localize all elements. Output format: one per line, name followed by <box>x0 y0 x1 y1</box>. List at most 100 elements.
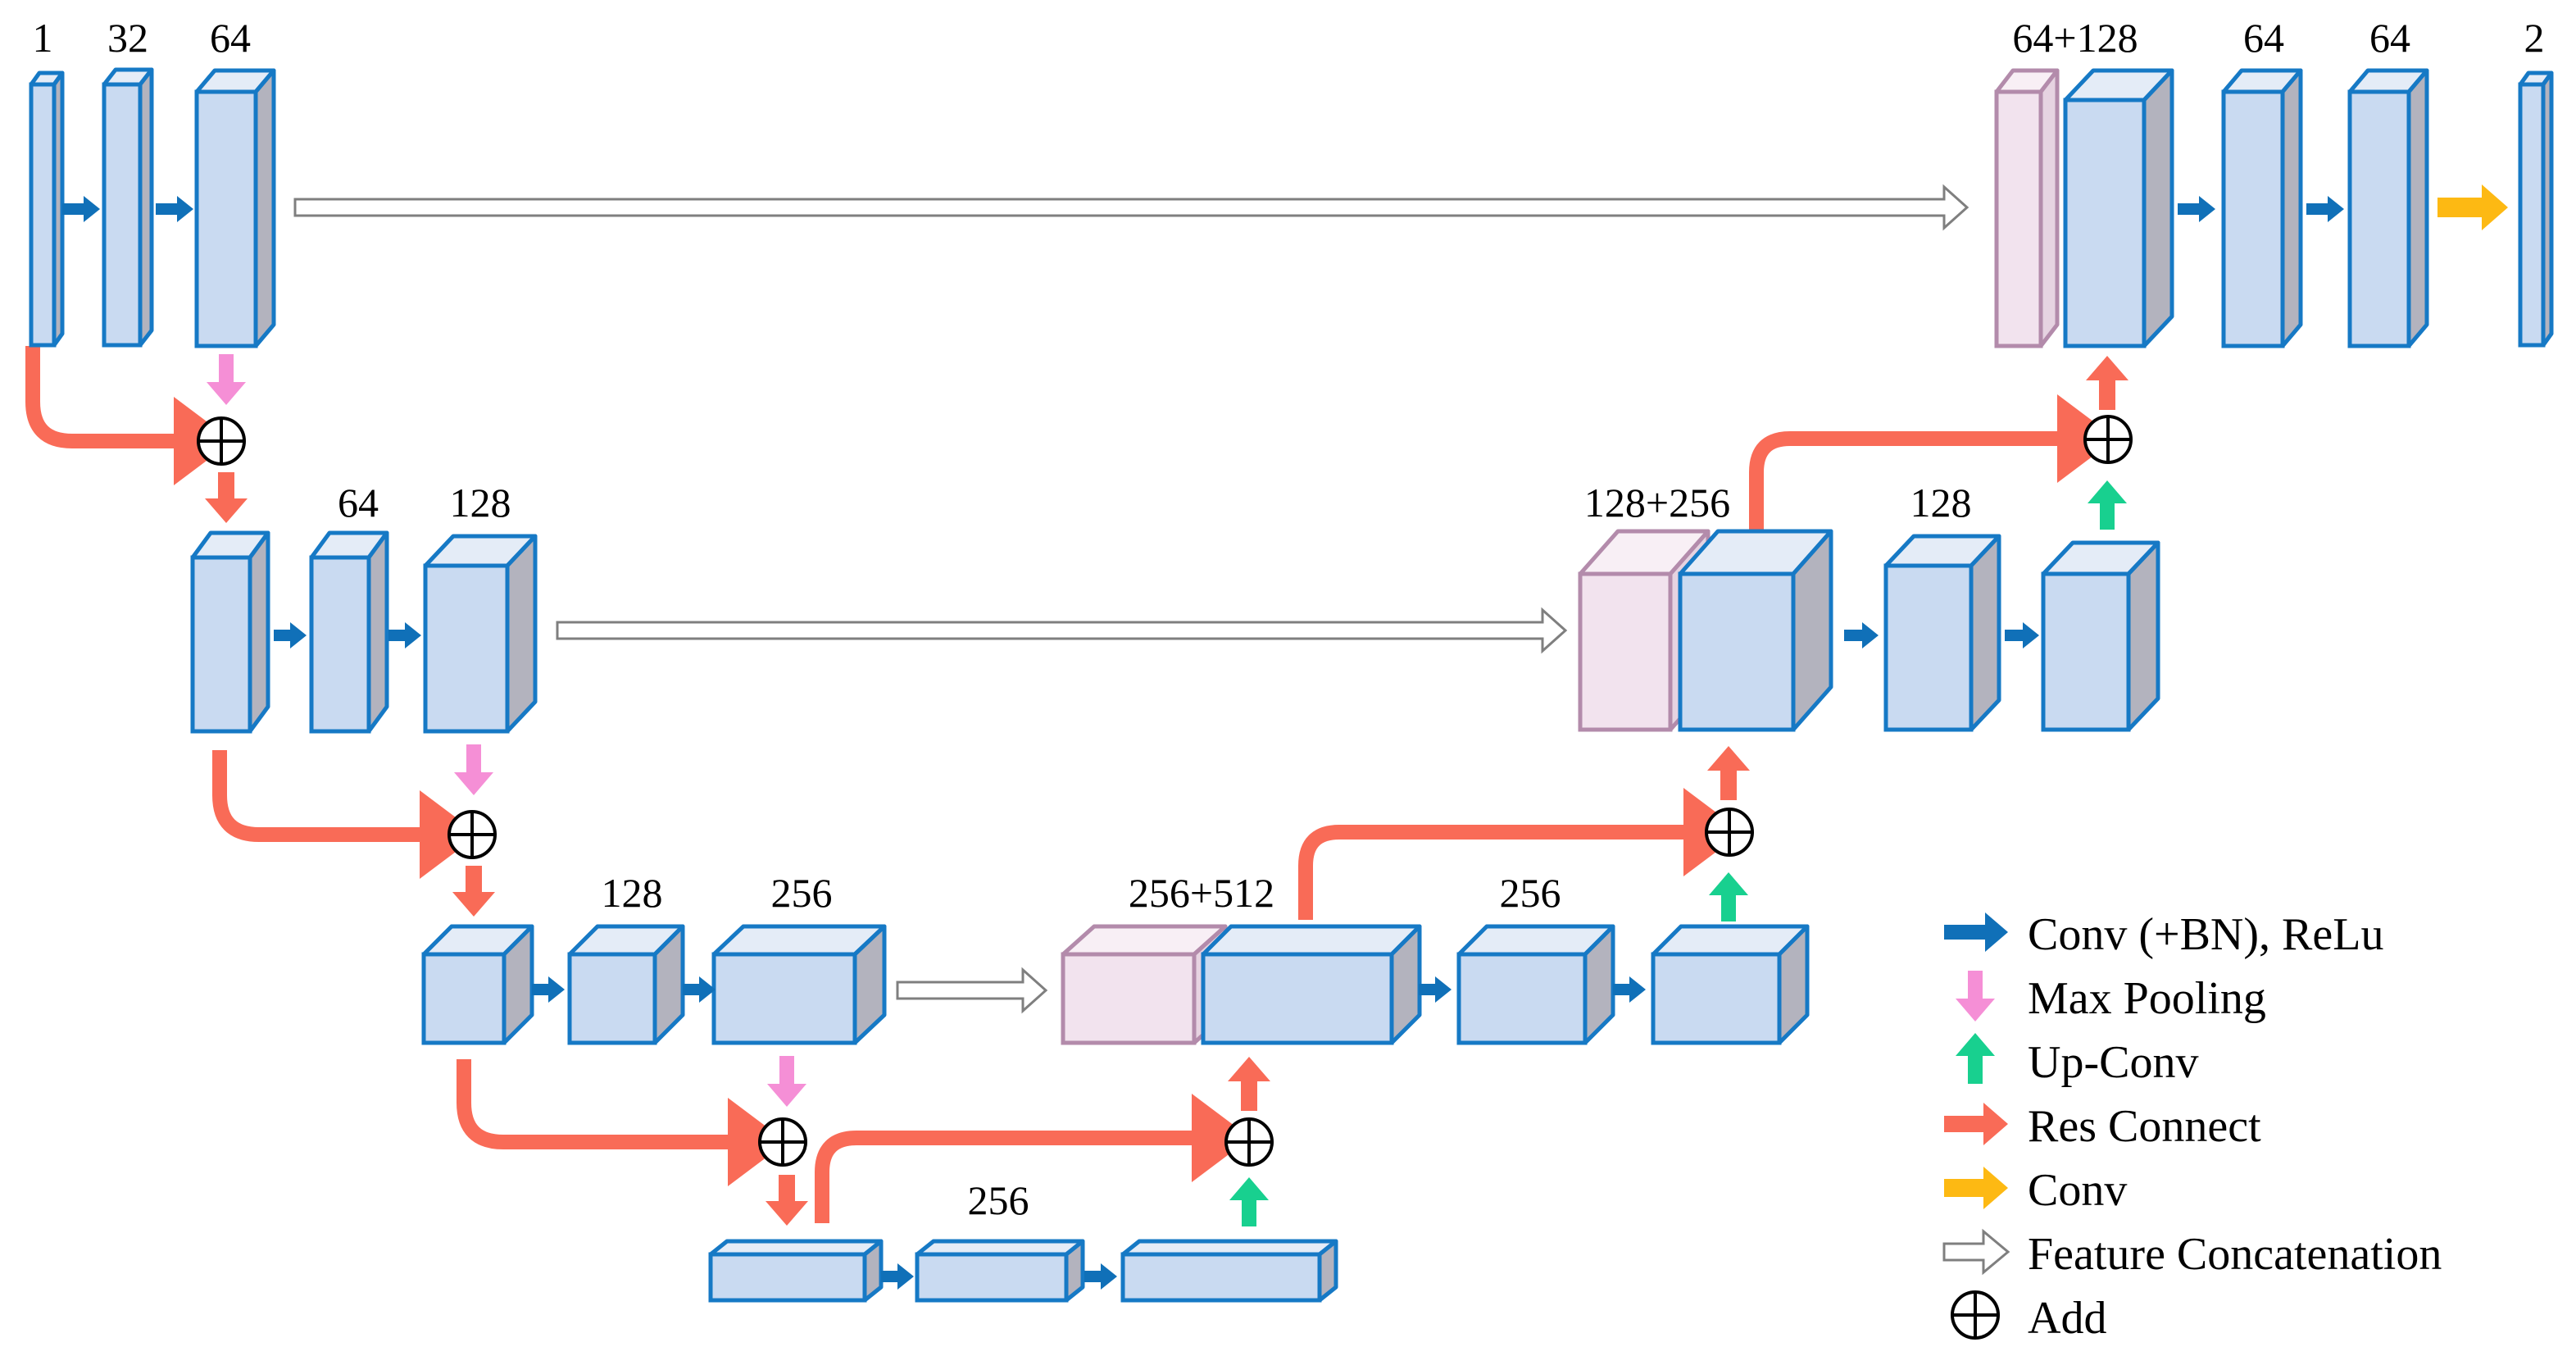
conv-arrow <box>156 196 193 222</box>
add-node <box>1224 1117 1274 1167</box>
enc3-block-b <box>567 924 685 1045</box>
add-node <box>1705 808 1754 857</box>
max-pool-arrow <box>767 1056 806 1107</box>
channel-label: 256+512 <box>1129 870 1274 916</box>
add-node <box>197 416 246 466</box>
legend: Conv (+BN), ReLu Max Pooling Up-Conv Res… <box>1942 909 2442 1344</box>
up-conv-arrow <box>1229 1177 1269 1226</box>
conv-arrow <box>274 622 307 648</box>
final-conv-arrow <box>2437 184 2508 230</box>
channel-label: 256 <box>1500 870 1561 916</box>
conv-arrow <box>532 976 565 1003</box>
channel-label: 1 <box>33 15 53 61</box>
conv-arrow <box>1419 976 1452 1003</box>
add-node <box>2083 415 2133 464</box>
channel-label: 64 <box>338 480 379 526</box>
up-conv-arrow <box>2088 480 2127 530</box>
conv-arrow <box>881 1263 914 1290</box>
channel-label: 256 <box>771 870 833 916</box>
res-connect-arrow <box>205 472 248 523</box>
channel-label: 64+128 <box>2012 15 2138 61</box>
dec1-block-b <box>2221 68 2303 348</box>
dec3-block-c <box>1651 924 1810 1045</box>
add-node <box>758 1117 807 1167</box>
dec3-block-a <box>1201 924 1422 1045</box>
dec3-block-b <box>1456 924 1615 1045</box>
res-connect-arrow <box>1707 746 1750 800</box>
bottleneck-block-b <box>915 1239 1085 1303</box>
enc3-block-c <box>711 924 887 1045</box>
max-pool-arrow <box>454 744 493 795</box>
channel-label: 128 <box>450 480 511 526</box>
add-nodes <box>197 415 2133 1167</box>
channel-label: 128 <box>602 870 663 916</box>
concat-connections <box>293 184 1969 1014</box>
legend-icons <box>1942 912 2010 1340</box>
res-connect-arrow <box>1228 1057 1270 1111</box>
enc2-block-a <box>190 530 270 734</box>
concat-arrow <box>896 967 1048 1014</box>
res-connect-arrow <box>1298 788 1742 920</box>
legend-label-max-pooling: Max Pooling <box>2028 973 2266 1024</box>
res-connect-arrow <box>452 866 495 917</box>
conv-arrow <box>2306 196 2344 222</box>
legend-final-conv-arrow-icon <box>1944 1167 2008 1209</box>
max-pool-arrow <box>207 354 246 405</box>
dec2-block-a <box>1678 529 1833 732</box>
bottleneck-block-a <box>708 1239 884 1303</box>
enc3-block-a <box>421 924 534 1045</box>
res-connections <box>25 346 2116 1223</box>
legend-concat-arrow-icon <box>1942 1228 2010 1276</box>
concat-arrow <box>556 607 1568 654</box>
legend-conv-arrow-icon <box>1944 912 2008 952</box>
conv-arrow <box>62 196 100 222</box>
enc1-block-a <box>102 67 154 348</box>
dec2-block-b <box>1883 534 2001 732</box>
channel-label: 64 <box>2369 15 2410 61</box>
legend-label-res-connect: Res Connect <box>2028 1101 2261 1152</box>
channel-label: 64 <box>2243 15 2284 61</box>
channel-label: 256 <box>968 1177 1029 1223</box>
res-connect-arrow <box>2086 356 2128 410</box>
channel-label: 2 <box>2524 15 2545 61</box>
channel-labels: 1 32 64 64 128 128 256 256 256+512 256 1… <box>33 15 2545 1223</box>
conv-arrow <box>388 622 421 648</box>
legend-label-add: Add <box>2028 1293 2106 1344</box>
res-connect-arrow <box>1749 394 2116 530</box>
legend-max-pool-arrow-icon <box>1956 971 1995 1022</box>
legend-res-connect-arrow-icon <box>1944 1103 2008 1145</box>
channel-label: 32 <box>107 15 148 61</box>
res-connect-arrow <box>815 1094 1251 1223</box>
dec1-block-a <box>2063 68 2174 348</box>
up-conv-arrow <box>1709 872 1748 921</box>
conv-arrow <box>2178 196 2215 222</box>
res-connect-arrow <box>25 346 233 485</box>
legend-label-final-conv: Conv <box>2028 1165 2127 1216</box>
channel-label: 64 <box>210 15 251 61</box>
bottleneck-block-c <box>1120 1239 1338 1303</box>
channel-label: 128 <box>1910 480 1972 526</box>
res-connect-arrow <box>766 1175 808 1226</box>
dec2-block-c <box>2041 540 2160 732</box>
output-block <box>2518 71 2554 348</box>
conv-arrow <box>2005 622 2039 648</box>
legend-add-icon <box>1951 1290 2000 1340</box>
legend-label-conv: Conv (+BN), ReLu <box>2028 909 2383 960</box>
conv-arrow <box>1084 1263 1117 1290</box>
enc2-block-b <box>309 530 389 734</box>
legend-up-conv-arrow-icon <box>1956 1033 1995 1084</box>
conv-arrow <box>1613 976 1646 1003</box>
res-connect-arrow <box>457 1059 787 1186</box>
dec1-concat-block <box>1994 68 2060 348</box>
res-connect-arrow <box>212 750 479 879</box>
input-block <box>29 71 65 348</box>
dec1-block-c <box>2347 68 2429 348</box>
legend-label-concatenation: Feature Concatenation <box>2028 1229 2442 1280</box>
flow-arrows <box>62 184 2508 1290</box>
dec3-concat-block <box>1061 924 1228 1045</box>
channel-label: 128+256 <box>1584 480 1730 526</box>
add-node <box>448 810 497 859</box>
conv-arrow <box>1844 622 1879 648</box>
conv-arrow <box>683 976 716 1003</box>
